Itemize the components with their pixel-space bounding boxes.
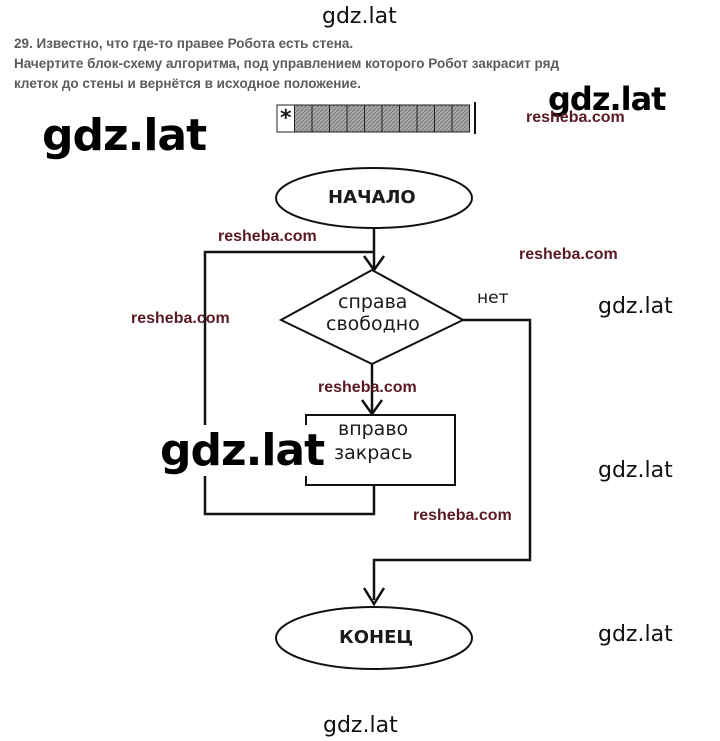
flow-line-no <box>372 318 532 600</box>
action-label-2: закрась <box>334 442 413 464</box>
start-label: НАЧАЛО <box>328 187 416 208</box>
robot-mark: * <box>280 106 292 131</box>
watermark-gdz: gdz.lat <box>42 110 207 161</box>
painted-cell <box>329 104 348 133</box>
watermark-resheba: resheba.com <box>413 507 512 524</box>
condition-label-2: свободно <box>326 313 420 335</box>
watermark-resheba: resheba.com <box>131 310 230 327</box>
painted-cell <box>416 104 435 133</box>
painted-cell <box>399 104 418 133</box>
end-label: КОНЕЦ <box>339 627 414 648</box>
watermark-gdz: gdz.lat <box>598 294 673 319</box>
watermark-resheba: resheba.com <box>318 379 417 396</box>
watermark-gdz: gdz.lat <box>548 80 666 118</box>
watermark-top: gdz.lat <box>322 4 397 29</box>
task-line-1: 29. Известно, что где-то правее Робота е… <box>14 36 354 51</box>
robot-cell-row <box>276 104 470 133</box>
task-line-2: Начертите блок-схему алгоритма, под упра… <box>14 56 560 71</box>
action-node <box>305 414 456 486</box>
painted-cell <box>311 104 330 133</box>
painted-cell <box>346 104 365 133</box>
painted-cell <box>451 104 470 133</box>
task-line-3: клеток до стены и вернётся в исходное по… <box>14 76 361 91</box>
arrow-head-icon <box>362 587 386 607</box>
watermark-gdz: gdz.lat <box>598 458 673 483</box>
painted-cell <box>381 104 400 133</box>
painted-cell <box>434 104 453 133</box>
watermark-resheba: resheba.com <box>218 228 317 245</box>
watermark-gdz: gdz.lat <box>598 622 673 647</box>
loop-back-line <box>203 250 376 516</box>
no-label: нет <box>477 288 509 308</box>
condition-label-1: справа <box>338 291 408 313</box>
watermark-resheba: resheba.com <box>519 246 618 263</box>
end-node <box>275 606 473 670</box>
action-label-1: вправо <box>338 418 409 440</box>
painted-cell <box>294 104 313 133</box>
watermark-resheba: resheba.com <box>526 109 625 126</box>
watermark-gdz: gdz.lat <box>158 425 327 476</box>
painted-cell <box>364 104 383 133</box>
watermark-gdz: gdz.lat <box>323 713 398 738</box>
